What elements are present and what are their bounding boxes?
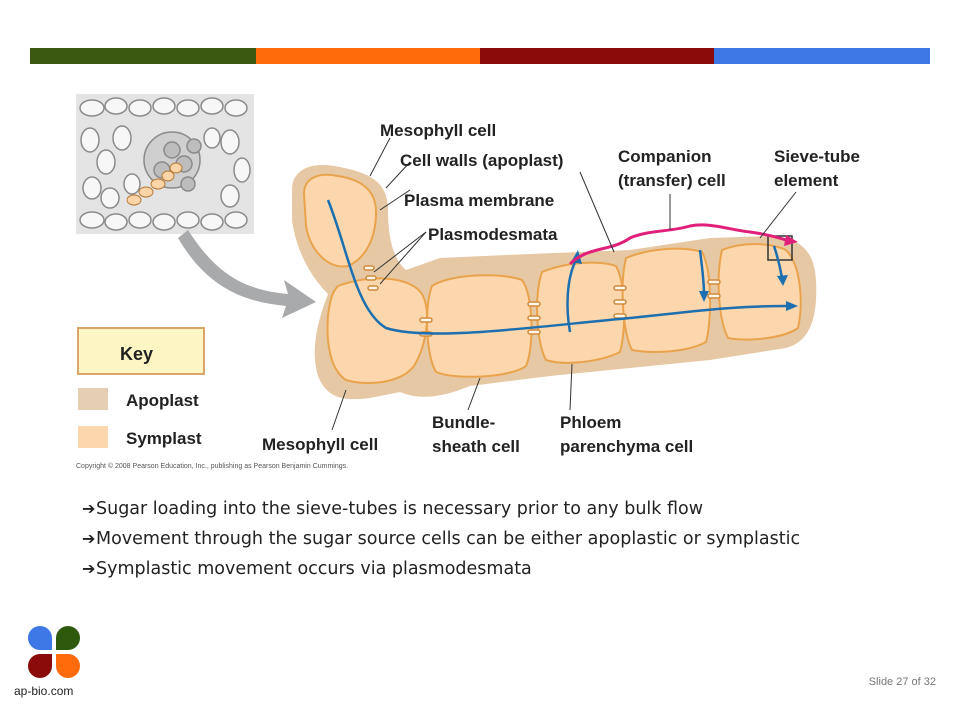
header-color-bar	[30, 48, 930, 64]
copyright-text: Copyright © 2008 Pearson Education, Inc.…	[76, 462, 348, 470]
cell-chain	[292, 165, 817, 400]
legend-title: Key	[120, 344, 153, 364]
legend-swatch-apoplast	[78, 388, 108, 410]
phloem-parenchyma-cell	[536, 261, 626, 364]
label-cell-walls: Cell walls (apoplast)	[400, 151, 563, 170]
legend-label-apoplast: Apoplast	[126, 391, 199, 410]
label-companion-cell-line2: (transfer) cell	[618, 171, 726, 190]
mesophyll-cell-top	[302, 173, 378, 268]
bullet-item: ➔Symplastic movement occurs via plasmode…	[82, 556, 942, 586]
label-mesophyll-cell-top: Mesophyll cell	[380, 121, 496, 140]
bullet-text: Sugar loading into the sieve-tubes is ne…	[96, 499, 704, 519]
bundle-sheath-cell	[426, 274, 533, 378]
leaf-cross-section-thumbnail	[76, 94, 254, 234]
label-sieve-tube-line2: element	[774, 171, 839, 190]
label-sieve-tube-line1: Sieve-tube	[774, 147, 860, 166]
bullet-item: ➔Sugar loading into the sieve-tubes is n…	[82, 496, 942, 526]
logo-quadrant-orange	[56, 654, 80, 678]
label-mesophyll-cell-bottom: Mesophyll cell	[262, 435, 378, 454]
label-phloem-parenchyma-line1: Phloem	[560, 413, 621, 432]
bar-segment-red	[480, 48, 714, 64]
arrow-bullet-icon: ➔	[82, 529, 96, 548]
bar-segment-green	[30, 48, 256, 64]
arrow-bullet-icon: ➔	[82, 559, 96, 578]
slide-number: Slide 27 of 32	[868, 676, 936, 688]
bar-segment-orange	[256, 48, 480, 64]
bar-segment-blue	[714, 48, 930, 64]
label-bundle-sheath-line2: sheath cell	[432, 437, 520, 456]
arrow-bullet-icon: ➔	[82, 499, 96, 518]
sieve-tube-element	[717, 243, 802, 341]
symplastic-pathway-arrows	[326, 199, 787, 335]
bullet-text: Movement through the sugar source cells …	[96, 529, 801, 549]
apoplastic-pathway-arrow	[568, 223, 787, 266]
bullet-text: Symplastic movement occurs via plasmodes…	[96, 559, 532, 579]
legend-key: Key Apoplast Symplast	[77, 327, 205, 448]
label-plasmodesmata: Plasmodesmata	[428, 225, 558, 244]
mesophyll-cell-bottom	[326, 277, 429, 385]
bullet-item: ➔Movement through the sugar source cells…	[82, 526, 942, 556]
sieve-tube-marker	[767, 235, 793, 261]
label-phloem-parenchyma-line2: parenchyma cell	[560, 437, 693, 456]
label-companion-cell-line1: Companion	[618, 147, 712, 166]
label-leader-lines	[331, 137, 797, 431]
companion-cell	[621, 247, 712, 353]
bullet-list: ➔Sugar loading into the sieve-tubes is n…	[82, 496, 942, 586]
legend-swatch-symplast	[78, 426, 108, 448]
phloem-loading-diagram: Mesophyll cell Cell walls (apoplast) Pla…	[76, 94, 860, 470]
legend-label-symplast: Symplast	[126, 429, 202, 448]
label-plasma-membrane: Plasma membrane	[404, 191, 554, 210]
logo-quadrant-blue	[28, 626, 52, 650]
brand-name: ap-bio.com	[14, 684, 74, 698]
logo-quadrant-red	[28, 654, 52, 678]
logo-quadrant-green	[56, 626, 80, 650]
zoom-arrow	[178, 230, 316, 318]
label-bundle-sheath-line1: Bundle-	[432, 413, 495, 432]
ap-bio-logo-icon	[28, 626, 84, 682]
